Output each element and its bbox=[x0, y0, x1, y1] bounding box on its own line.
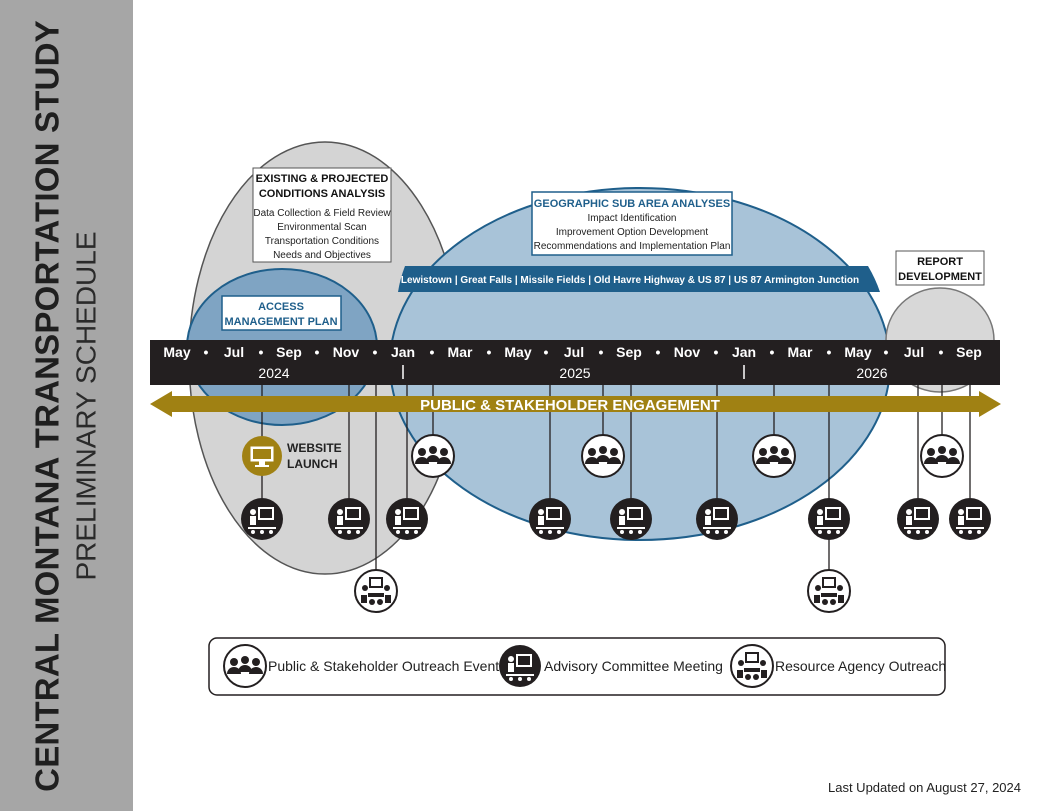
svg-text:•: • bbox=[939, 344, 944, 360]
geographic-item: Impact Identification bbox=[588, 213, 677, 224]
svg-text:•: • bbox=[599, 344, 604, 360]
agency-outreach-icon bbox=[354, 569, 398, 613]
month-label: Sep bbox=[956, 344, 982, 360]
outreach-event-icon bbox=[752, 434, 796, 478]
outreach-event-icon bbox=[581, 434, 625, 478]
svg-text:•: • bbox=[714, 344, 719, 360]
month-label: Jul bbox=[224, 344, 244, 360]
month-label: Sep bbox=[276, 344, 302, 360]
timeline-bar bbox=[150, 340, 1000, 385]
geographic-analyses-box bbox=[531, 191, 733, 256]
advisory-meeting-icon bbox=[948, 497, 992, 541]
advisory-meeting-icon bbox=[695, 497, 739, 541]
month-label: Jan bbox=[732, 344, 756, 360]
existing-item: Transportation Conditions bbox=[265, 236, 379, 247]
access-management-box bbox=[221, 295, 342, 331]
svg-text:•: • bbox=[430, 344, 435, 360]
month-label: May bbox=[504, 344, 531, 360]
existing-conditions-box bbox=[252, 167, 392, 263]
month-label: Sep bbox=[616, 344, 642, 360]
month-label: Jan bbox=[391, 344, 415, 360]
month-label: May bbox=[844, 344, 871, 360]
sub-areas-band bbox=[398, 266, 880, 292]
existing-item: Needs and Objectives bbox=[273, 250, 371, 261]
existing-item: Data Collection & Field Review bbox=[253, 208, 391, 219]
access-title-line-2: MANAGEMENT PLAN bbox=[224, 316, 337, 328]
access-title-line-1: ACCESS bbox=[258, 301, 304, 313]
outreach-event-icon bbox=[411, 434, 455, 478]
existing-item: Environmental Scan bbox=[277, 222, 367, 233]
agency-outreach-icon bbox=[807, 569, 851, 613]
month-label: May bbox=[163, 344, 190, 360]
svg-text:•: • bbox=[315, 344, 320, 360]
legend-outreach-icon bbox=[223, 644, 267, 688]
month-label: Jul bbox=[564, 344, 584, 360]
month-label: Nov bbox=[674, 344, 701, 360]
month-label: Nov bbox=[333, 344, 360, 360]
legend-agency-icon bbox=[730, 644, 774, 688]
advisory-meeting-icon bbox=[528, 497, 572, 541]
geographic-item: Improvement Option Development bbox=[556, 227, 709, 238]
advisory-meeting-icon bbox=[896, 497, 940, 541]
report-title-line-1: REPORT bbox=[917, 256, 963, 268]
existing-title-line-1: EXISTING & PROJECTED bbox=[256, 173, 389, 185]
website-launch: WEBSITE LAUNCH bbox=[242, 436, 342, 476]
month-label: Mar bbox=[788, 344, 813, 360]
timeline-dots: • • • • • • • • • • • • • • bbox=[204, 344, 944, 360]
legend-advisory-icon bbox=[498, 644, 542, 688]
svg-text:•: • bbox=[259, 344, 264, 360]
legend-outreach-label: Public & Stakeholder Outreach Event bbox=[268, 658, 499, 674]
svg-text:•: • bbox=[656, 344, 661, 360]
svg-text:•: • bbox=[544, 344, 549, 360]
legend-advisory-label: Advisory Committee Meeting bbox=[544, 658, 723, 674]
advisory-meeting-icon bbox=[807, 497, 851, 541]
report-title-line-2: DEVELOPMENT bbox=[898, 271, 982, 283]
sidebar: CENTRAL MONTANA TRANSPORTATION STUDY PRE… bbox=[0, 0, 133, 811]
advisory-meeting-icon bbox=[327, 497, 371, 541]
advisory-meeting-icon bbox=[609, 497, 653, 541]
existing-title-line-2: CONDITIONS ANALYSIS bbox=[259, 188, 385, 200]
year-label: 2024 bbox=[258, 365, 289, 381]
engagement-arrow bbox=[150, 391, 1001, 417]
advisory-meeting-icon bbox=[385, 497, 429, 541]
website-label-line-2: LAUNCH bbox=[287, 457, 338, 471]
svg-text:•: • bbox=[770, 344, 775, 360]
year-label: 2025 bbox=[559, 365, 590, 381]
last-updated: Last Updated on August 27, 2024 bbox=[828, 780, 1021, 795]
legend-agency-label: Resource Agency Outreach bbox=[775, 658, 946, 674]
sub-areas-text: Lewistown | Great Falls | Missile Fields… bbox=[401, 275, 859, 286]
svg-text:•: • bbox=[204, 344, 209, 360]
month-label: Mar bbox=[448, 344, 473, 360]
svg-text:•: • bbox=[373, 344, 378, 360]
timeline-years: 2024 2025 2026 bbox=[258, 365, 887, 381]
advisory-meeting-icon bbox=[240, 497, 284, 541]
month-label: Jul bbox=[904, 344, 924, 360]
engagement-label: PUBLIC & STAKEHOLDER ENGAGEMENT bbox=[420, 397, 720, 414]
geographic-item: Recommendations and Implementation Plan bbox=[534, 241, 731, 252]
report-development-box bbox=[895, 250, 985, 286]
geographic-title: GEOGRAPHIC SUB AREA ANALYSES bbox=[534, 198, 730, 210]
svg-text:•: • bbox=[487, 344, 492, 360]
year-label: 2026 bbox=[856, 365, 887, 381]
timeline-months: May Jul Sep Nov Jan Mar May Jul Sep Nov … bbox=[163, 344, 981, 360]
website-label-line-1: WEBSITE bbox=[287, 441, 342, 455]
svg-text:•: • bbox=[884, 344, 889, 360]
svg-text:•: • bbox=[827, 344, 832, 360]
outreach-event-icon bbox=[920, 434, 964, 478]
